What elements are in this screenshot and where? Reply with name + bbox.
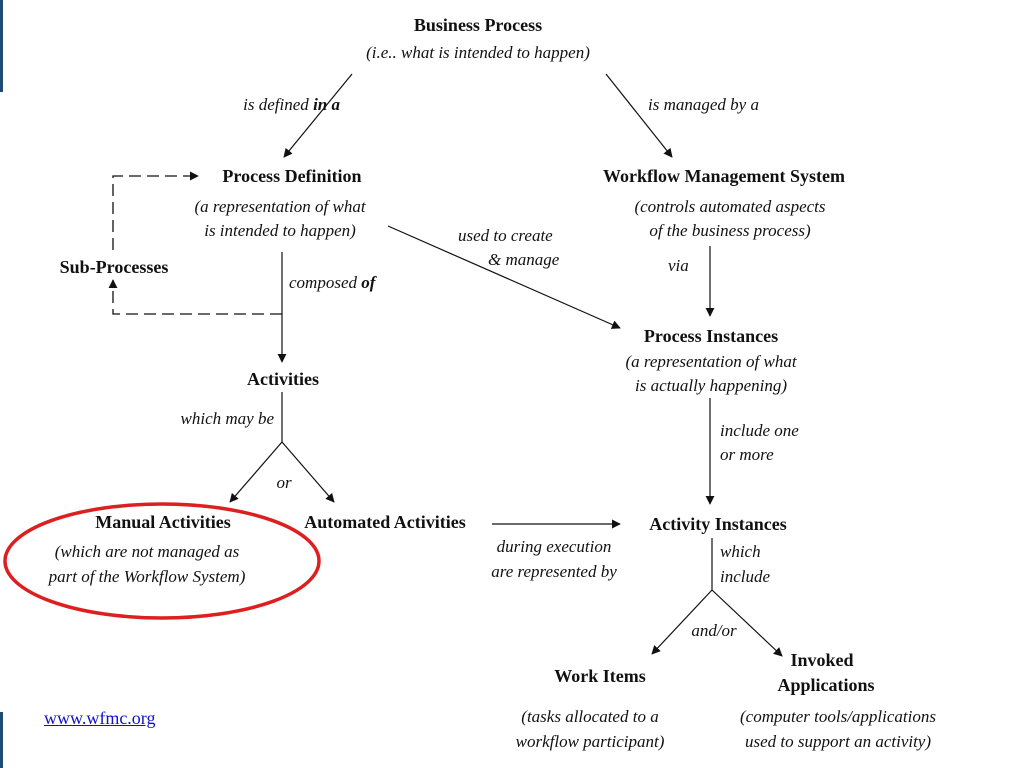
node-desc-line-1: (a representation of what	[194, 197, 366, 216]
node-desc-line-2: part of the Workflow System)	[48, 567, 246, 586]
edge-label-during-execution-line-1: during execution	[497, 537, 612, 556]
arrow-business-to-definition	[283, 73, 353, 158]
arrow-business-to-wfms	[605, 73, 673, 158]
node-title: Business Process	[414, 15, 542, 35]
edge-label-include-one-line-1: include one	[720, 421, 799, 440]
node-title: Sub-Processes	[60, 257, 169, 277]
node-title: Workflow Management System	[603, 166, 845, 186]
node-title: Manual Activities	[95, 512, 231, 532]
edge-label-include-one-line-2: or more	[720, 445, 774, 464]
arrow-to-work-items	[651, 589, 713, 655]
node-desc-line-1: (controls automated aspects	[634, 197, 825, 216]
node-sub-processes: Sub-Processes	[60, 257, 169, 277]
arrow-to-manual-activities	[229, 441, 283, 503]
highlight-ellipse-manual-activities	[3, 502, 321, 620]
node-invoked-applications: Invoked Applications (computer tools/app…	[740, 650, 936, 751]
node-activity-instances: Activity Instances	[649, 514, 787, 534]
node-desc: (i.e.. what is intended to happen)	[366, 43, 590, 62]
node-manual-activities: Manual Activities (which are not managed…	[48, 512, 246, 586]
wfmc-link[interactable]: www.wfmc.org	[44, 708, 156, 728]
node-desc-line-2: used to support an activity)	[745, 732, 931, 751]
node-work-items: Work Items (tasks allocated to a workflo…	[516, 666, 665, 751]
node-activities: Activities	[247, 369, 319, 389]
slide-edge-bar-top	[0, 0, 3, 92]
edge-label-composed-of: composed of	[289, 273, 378, 292]
node-title: Process Instances	[644, 326, 778, 346]
node-desc-line-1: (tasks allocated to a	[521, 707, 658, 726]
edge-label-used-to-create-line-2: & manage	[488, 250, 560, 269]
edge-label-via: via	[668, 256, 689, 275]
edge-label-which-include-line-2: include	[720, 567, 770, 586]
edge-label-is-managed-by-a: is managed by a	[648, 95, 759, 114]
edge-label-or: or	[276, 473, 292, 492]
edge-label-and-or: and/or	[691, 621, 737, 640]
arrow-definition-to-instances	[387, 225, 621, 329]
edge-label-which-include-line-1: which	[720, 542, 761, 561]
node-process-definition: Process Definition (a representation of …	[194, 166, 366, 240]
edge-label-is-defined-in-a: is defined in a	[243, 95, 340, 114]
node-desc-line-1: (a representation of what	[625, 352, 797, 371]
arrow-to-invoked-applications	[711, 589, 783, 657]
node-desc-line-2: is actually happening)	[635, 376, 787, 395]
node-desc-line-1: (which are not managed as	[55, 542, 240, 561]
node-title-line-2: Applications	[777, 675, 874, 695]
node-title: Automated Activities	[304, 512, 465, 532]
node-process-instances: Process Instances (a representation of w…	[625, 326, 797, 395]
node-automated-activities: Automated Activities	[304, 512, 465, 532]
node-desc-line-2: is intended to happen)	[204, 221, 356, 240]
arrow-to-automated-activities	[281, 441, 335, 503]
edge-label-used-to-create-line-1: used to create	[458, 226, 553, 245]
node-desc-line-2: workflow participant)	[516, 732, 665, 751]
edge-label-during-execution-line-2: are represented by	[491, 562, 617, 581]
node-desc-line-2: of the business process)	[649, 221, 811, 240]
node-desc-line-1: (computer tools/applications	[740, 707, 936, 726]
node-title: Activities	[247, 369, 319, 389]
node-business-process: Business Process (i.e.. what is intended…	[366, 15, 590, 62]
node-title: Process Definition	[222, 166, 361, 186]
edge-label-which-may-be: which may be	[181, 409, 275, 428]
node-title-line-1: Invoked	[790, 650, 853, 670]
node-title: Activity Instances	[649, 514, 787, 534]
slide-edge-bar-bottom	[0, 712, 3, 768]
node-workflow-management-system: Workflow Management System (controls aut…	[603, 166, 845, 240]
dashed-arrow-activities-to-subprocess	[108, 279, 282, 315]
node-title: Work Items	[554, 666, 646, 686]
dashed-arrow-subprocess-to-definition	[112, 171, 199, 250]
